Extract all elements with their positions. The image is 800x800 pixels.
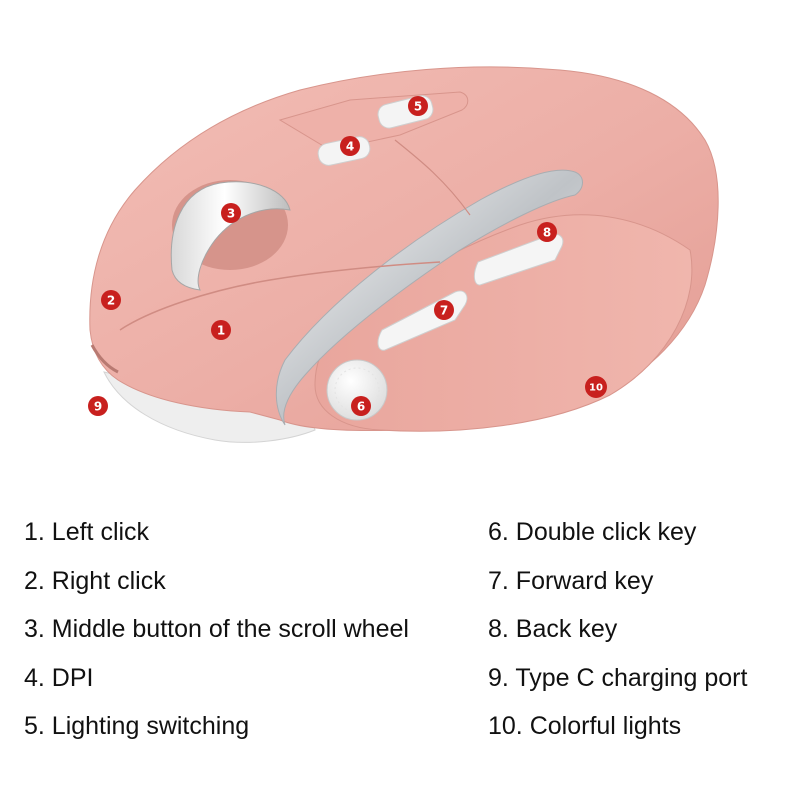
legend: 1. Left click 2. Right click 3. Middle b… <box>0 508 800 768</box>
double-click-key-texture <box>334 367 380 413</box>
legend-item-middle-button: 3. Middle button of the scroll wheel <box>24 615 409 643</box>
marker-7-dot <box>434 300 454 320</box>
marker-10-label: 10 <box>589 383 603 394</box>
marker-7: 7 <box>434 300 454 320</box>
marker-5: 5 <box>408 96 428 116</box>
legend-item-forward-key: 7. Forward key <box>488 566 654 595</box>
marker-6-label: 6 <box>357 400 365 414</box>
legend-item-right-click: 2. Right click <box>24 566 166 595</box>
marker-3-dot <box>221 203 241 223</box>
marker-6-dot <box>351 396 371 416</box>
marker-1: 1 <box>211 320 231 340</box>
legend-item-back-key: 8. Back key <box>488 615 618 643</box>
marker-6: 6 <box>351 396 371 416</box>
marker-8-dot <box>537 222 557 242</box>
marker-7-label: 7 <box>440 304 448 318</box>
marker-2-dot <box>101 290 121 310</box>
legend-column-left: 1. Left click 2. Right click 3. Middle b… <box>24 508 409 751</box>
marker-5-dot <box>408 96 428 116</box>
marker-3: 3 <box>221 203 241 223</box>
marker-2-label: 2 <box>107 294 115 308</box>
marker-9: 9 <box>88 396 108 416</box>
legend-item-dpi: 4. DPI <box>24 663 94 692</box>
legend-item-type-c-port: 9. Type C charging port <box>488 663 748 692</box>
legend-column-right: 6. Double click key 7. Forward key 8. Ba… <box>488 508 747 751</box>
marker-9-dot <box>88 396 108 416</box>
double-click-key[interactable] <box>326 359 388 421</box>
scroll-wheel[interactable] <box>170 181 291 291</box>
marker-4-dot <box>340 136 360 156</box>
chrome-accent-strip <box>275 169 583 426</box>
marker-4: 4 <box>340 136 360 156</box>
legend-item-colorful-lights: 10. Colorful lights <box>488 712 682 740</box>
marker-1-dot <box>211 320 231 340</box>
marker-8-label: 8 <box>543 226 551 240</box>
marker-4-label: 4 <box>346 140 354 154</box>
marker-2: 2 <box>101 290 121 310</box>
legend-item-double-click-key: 6. Double click key <box>488 518 697 546</box>
marker-9-label: 9 <box>94 400 102 414</box>
left-right-split-line <box>119 261 441 331</box>
mouse-diagram: 1 2 3 4 5 6 7 8 9 10 <box>88 66 719 443</box>
button-divider-line <box>394 139 471 216</box>
charging-port <box>90 344 119 374</box>
legend-item-lighting-switching: 5. Lighting switching <box>24 712 250 740</box>
marker-1-label: 1 <box>217 324 225 338</box>
legend-item-left-click: 1. Left click <box>24 518 150 546</box>
marker-3-label: 3 <box>227 207 235 221</box>
marker-10-dot <box>585 376 607 398</box>
marker-10: 10 <box>585 376 607 398</box>
marker-8: 8 <box>537 222 557 242</box>
marker-5-label: 5 <box>414 100 422 114</box>
